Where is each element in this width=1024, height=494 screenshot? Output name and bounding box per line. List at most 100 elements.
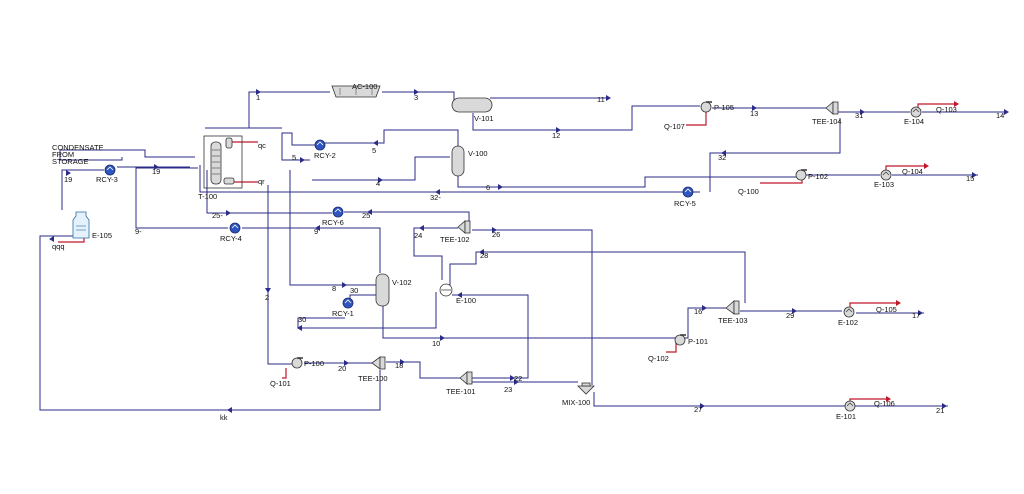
heater-e100-icon[interactable] bbox=[439, 283, 453, 297]
unit-label-rcy6: RCY-6 bbox=[322, 218, 344, 227]
stream-line-4[interactable] bbox=[312, 156, 450, 181]
stream-line-19-in[interactable] bbox=[61, 169, 104, 210]
arrow-17 bbox=[918, 310, 923, 316]
heater-e102-icon[interactable] bbox=[843, 306, 855, 318]
energy-labels: Q-100 Q-101 Q-102 Q-103 Q-104 Q-105 Q-10… bbox=[270, 105, 957, 408]
arrow-32 bbox=[721, 150, 726, 156]
stream-line-1[interactable] bbox=[248, 91, 330, 128]
unit-label-p100: P-100 bbox=[304, 359, 324, 368]
energy-line-q101[interactable] bbox=[282, 368, 287, 379]
recycle-rcy6-icon[interactable] bbox=[332, 206, 344, 218]
stream-label-11: 11 bbox=[597, 95, 605, 104]
stream-label-29: 29 bbox=[786, 311, 794, 320]
stream-line-30b[interactable] bbox=[349, 294, 376, 305]
stream-line-2[interactable] bbox=[267, 185, 292, 365]
stream-label-25: 25 bbox=[362, 211, 370, 220]
recycle-rcy2-icon[interactable] bbox=[314, 139, 326, 151]
stream-line-12[interactable] bbox=[472, 105, 700, 131]
stream-label-4: 4 bbox=[376, 179, 380, 188]
recycle-rcy3-icon[interactable] bbox=[104, 164, 116, 176]
stream-line-rcy3-in[interactable] bbox=[59, 149, 195, 161]
pump-p102-icon[interactable] bbox=[795, 169, 807, 181]
distillation-column-t100-icon[interactable] bbox=[203, 135, 243, 189]
mixer-mix100-icon[interactable] bbox=[577, 382, 595, 395]
stream-line-26[interactable] bbox=[472, 229, 593, 385]
stream-line-9[interactable] bbox=[242, 227, 381, 273]
stream-line-10[interactable] bbox=[382, 305, 680, 339]
energy-line-q106[interactable] bbox=[849, 398, 888, 401]
stream-line-6[interactable] bbox=[457, 176, 798, 188]
energy-line-q102[interactable] bbox=[666, 342, 677, 353]
arrow-13 bbox=[752, 105, 757, 111]
stream-label-8: 8 bbox=[332, 284, 336, 293]
note-line-1: CONDENSATE bbox=[52, 143, 104, 152]
heater-e101-icon[interactable] bbox=[844, 400, 856, 412]
arrow-2 bbox=[265, 288, 271, 293]
stream-line-28[interactable] bbox=[449, 251, 746, 303]
pump-p101-icon[interactable] bbox=[674, 334, 686, 346]
separator-v100-icon[interactable] bbox=[451, 145, 465, 177]
energy-line-q105[interactable] bbox=[849, 302, 898, 308]
stream-line-32[interactable] bbox=[709, 118, 841, 192]
stream-line-25b[interactable] bbox=[344, 211, 470, 222]
energy-line-q100[interactable] bbox=[760, 180, 803, 184]
unit-label-ac100: AC-100 bbox=[352, 82, 377, 91]
pump-p105-icon[interactable] bbox=[700, 101, 712, 113]
arrow-19 bbox=[154, 164, 159, 170]
unit-label-mix100: MIX-100 bbox=[562, 398, 590, 407]
arrow-s18 bbox=[49, 236, 54, 242]
stream-line-24[interactable] bbox=[413, 227, 458, 280]
tee-tee102-icon[interactable] bbox=[457, 220, 471, 234]
unit-label-tee102: TEE-102 bbox=[440, 235, 470, 244]
stream-line-e100-out[interactable] bbox=[452, 294, 529, 379]
stream-line-30[interactable] bbox=[297, 292, 437, 329]
energy-line-q107[interactable] bbox=[686, 111, 707, 126]
stream-label-1: 1 bbox=[256, 93, 260, 102]
stream-line-8[interactable] bbox=[289, 170, 376, 286]
note-line-2: FROM bbox=[52, 150, 74, 159]
stream-label-20: 20 bbox=[338, 364, 346, 373]
tee-tee101-icon[interactable] bbox=[459, 371, 473, 385]
energy-label-q106: Q-106 bbox=[874, 399, 895, 408]
arrow-19a bbox=[66, 170, 71, 176]
heater-e105-icon[interactable] bbox=[72, 211, 90, 239]
energy-line-q104[interactable] bbox=[885, 165, 926, 170]
energy-line-q103[interactable] bbox=[917, 103, 956, 108]
unit-label-rcy3: RCY-3 bbox=[96, 175, 118, 184]
pump-p100-icon[interactable] bbox=[291, 357, 303, 369]
unit-label-tee100: TEE-100 bbox=[358, 374, 388, 383]
heater-e104-icon[interactable] bbox=[910, 106, 922, 118]
unit-label-e103: E-103 bbox=[874, 180, 894, 189]
stream-line-3[interactable] bbox=[382, 91, 455, 102]
stream-line-9b[interactable] bbox=[135, 167, 228, 229]
stream-line-5[interactable] bbox=[325, 129, 459, 148]
arrow-8 bbox=[342, 282, 347, 288]
unit-label-p105: P-105 bbox=[714, 103, 734, 112]
stream-label-9: 9 bbox=[314, 227, 318, 236]
recycle-rcy5-icon[interactable] bbox=[682, 186, 694, 198]
stream-line-tee100-kk[interactable] bbox=[39, 235, 381, 411]
stream-label-28: 28 bbox=[480, 251, 488, 260]
stream-line-5b[interactable] bbox=[281, 132, 316, 161]
tee-tee100-icon[interactable] bbox=[371, 356, 386, 370]
earrow-q106 bbox=[886, 396, 891, 402]
stream-label-2: 2 bbox=[265, 293, 269, 302]
air-cooler-ac100-icon[interactable] bbox=[331, 85, 381, 98]
arrow-26 bbox=[492, 227, 497, 233]
tee-tee104-icon[interactable] bbox=[825, 101, 839, 115]
separator-v101-icon[interactable] bbox=[451, 97, 493, 113]
recycle-rcy1-icon[interactable] bbox=[342, 297, 354, 309]
stream-line-32b[interactable] bbox=[199, 165, 700, 193]
separator-v102-icon[interactable] bbox=[375, 273, 390, 307]
stream-line-mix-out[interactable] bbox=[593, 392, 845, 407]
arrow-9 bbox=[315, 225, 320, 231]
arrow-29 bbox=[792, 308, 797, 314]
stream-label-24: 24 bbox=[414, 231, 422, 240]
recycle-rcy4-icon[interactable] bbox=[229, 222, 241, 234]
stream-label-14: 14 bbox=[996, 111, 1004, 120]
stream-label-27: 27 bbox=[694, 405, 702, 414]
heater-e103-icon[interactable] bbox=[880, 169, 892, 181]
tee-tee103-icon[interactable] bbox=[725, 300, 740, 315]
unit-label-v102: V-102 bbox=[392, 278, 412, 287]
